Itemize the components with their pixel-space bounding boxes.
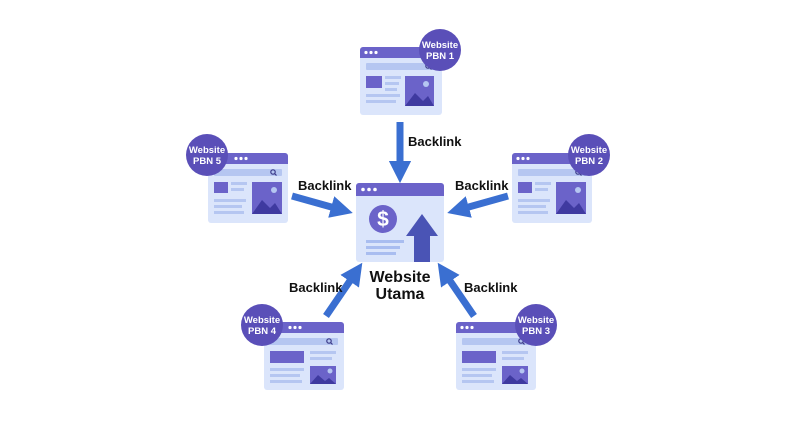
backlink-label-pbn4: Backlink (289, 280, 343, 295)
svg-text:$: $ (377, 208, 389, 231)
pbn1-window (360, 47, 442, 115)
pbn1-badge-line1: Website (422, 40, 458, 51)
search-icon (326, 338, 333, 345)
arrow-pbn5 (291, 192, 353, 218)
pbn5-badge-line1: Website (189, 145, 225, 156)
dollar-coin-icon: $ (369, 205, 397, 233)
pbn5-badge: Website PBN 5 (186, 134, 228, 176)
pbn2-window (512, 153, 592, 223)
backlink-label-pbn5: Backlink (298, 178, 352, 193)
arrow-pbn3 (437, 262, 477, 318)
pbn1-badge-line2: PBN 1 (426, 51, 455, 62)
image-icon (310, 366, 336, 384)
pbn3-badge: Website PBN 3 (515, 304, 557, 346)
pbn5-window (208, 153, 288, 223)
arrow-pbn2 (447, 192, 509, 218)
pbn4-badge: Website PBN 4 (241, 304, 283, 346)
search-icon (270, 169, 277, 176)
pbn2-badge-line1: Website (571, 145, 607, 156)
image-icon (252, 182, 282, 214)
backlink-arrows (291, 122, 509, 318)
pbn1-badge: Website PBN 1 (419, 29, 461, 71)
main-website-window: $ (356, 183, 444, 262)
pbn3-badge-line1: Website (518, 315, 554, 326)
main-site-title-line1: Website (369, 269, 430, 286)
pbn2-badge: Website PBN 2 (568, 134, 610, 176)
pbn4-badge-line1: Website (244, 315, 280, 326)
pbn4-window (264, 322, 344, 390)
browser-dots-icon (361, 187, 377, 192)
pbn5-badge-line2: PBN 5 (193, 156, 222, 167)
backlink-label-pbn1: Backlink (408, 134, 462, 149)
main-site-title-line2: Utama (376, 286, 425, 303)
pbn2-badge-line2: PBN 2 (575, 156, 603, 167)
pbn3-badge-line2: PBN 3 (522, 326, 550, 337)
backlink-label-pbn2: Backlink (455, 178, 509, 193)
image-icon (556, 182, 586, 214)
pbn4-badge-line2: PBN 4 (248, 326, 277, 337)
backlink-label-pbn3: Backlink (464, 280, 518, 295)
image-icon (502, 366, 528, 384)
image-icon (405, 76, 434, 106)
arrow-pbn4 (323, 262, 363, 318)
up-arrow-icon (406, 214, 438, 262)
pbn3-window (456, 322, 536, 390)
